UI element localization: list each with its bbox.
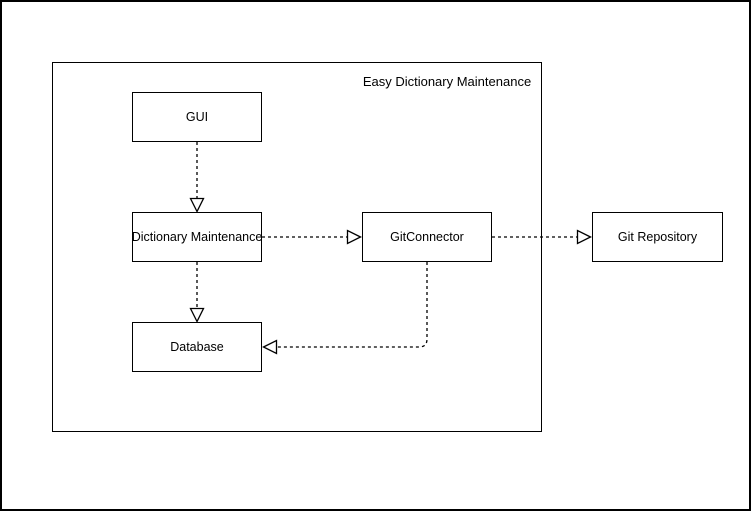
node-database: Database [132, 322, 262, 372]
node-gui: GUI [132, 92, 262, 142]
open-arrowhead-right-icon [576, 229, 592, 245]
node-dictionary-maintenance: Dictionary Maintenance [132, 212, 262, 262]
node-git-connector: GitConnector [362, 212, 492, 262]
diagram-title: Easy Dictionary Maintenance [362, 74, 532, 89]
node-database-label: Database [170, 340, 224, 354]
node-dictionary-maintenance-label: Dictionary Maintenance [131, 230, 263, 244]
node-gui-label: GUI [185, 110, 209, 124]
node-git-repository-label: Git Repository [617, 230, 698, 244]
node-git-connector-label: GitConnector [390, 230, 464, 244]
node-git-repository: Git Repository [592, 212, 723, 262]
system-boundary [52, 62, 542, 432]
